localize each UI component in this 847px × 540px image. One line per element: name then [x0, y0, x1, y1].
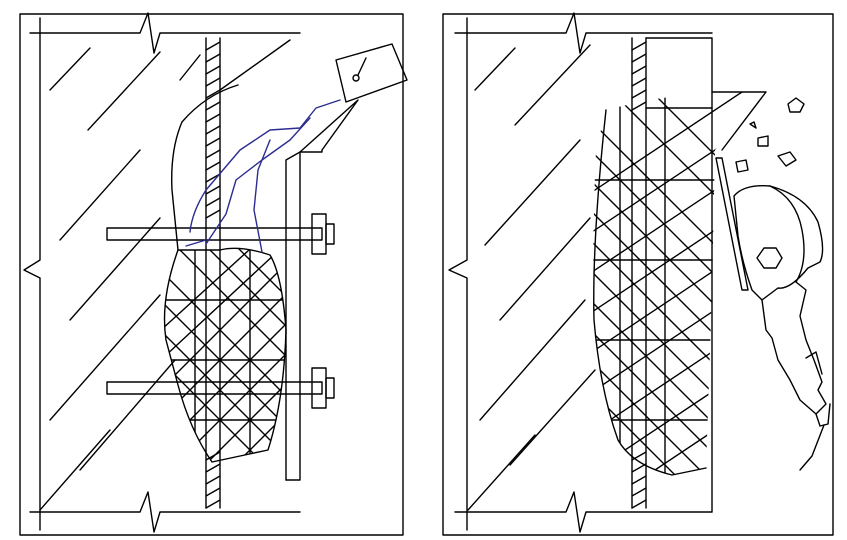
right-top-break-line — [454, 12, 713, 54]
right-debris — [735, 97, 805, 173]
right-excess-concrete-chip — [711, 91, 767, 151]
left-void-outline — [171, 84, 239, 251]
left-repair-mortar — [163, 247, 287, 463]
right-bottom-break-line — [454, 491, 713, 533]
left-anchor-bolt-lower — [106, 367, 335, 409]
right-grinder-disc — [715, 157, 749, 291]
left-bottom-break-line — [29, 491, 301, 533]
left-frame — [19, 13, 404, 536]
left-top-break-line — [29, 12, 301, 54]
right-rebar — [631, 37, 647, 509]
right-concrete-hatch — [467, 44, 596, 511]
left-crack-lines — [185, 99, 341, 253]
right-side-break-line — [448, 17, 468, 531]
right-frame — [442, 13, 834, 536]
left-panel — [19, 12, 408, 536]
left-rebar — [205, 37, 221, 509]
right-panel — [442, 12, 834, 536]
left-anchor-bolt-upper — [106, 213, 335, 255]
left-side-break-line — [23, 17, 41, 531]
left-formwork-edge — [285, 151, 301, 481]
left-formwork-plate — [285, 149, 323, 481]
right-repair-mortar — [593, 92, 761, 476]
right-angle-grinder — [733, 185, 831, 471]
left-pour-funnel — [299, 43, 408, 153]
right-formwork-box — [645, 37, 713, 513]
left-concrete-hatch — [39, 39, 291, 511]
